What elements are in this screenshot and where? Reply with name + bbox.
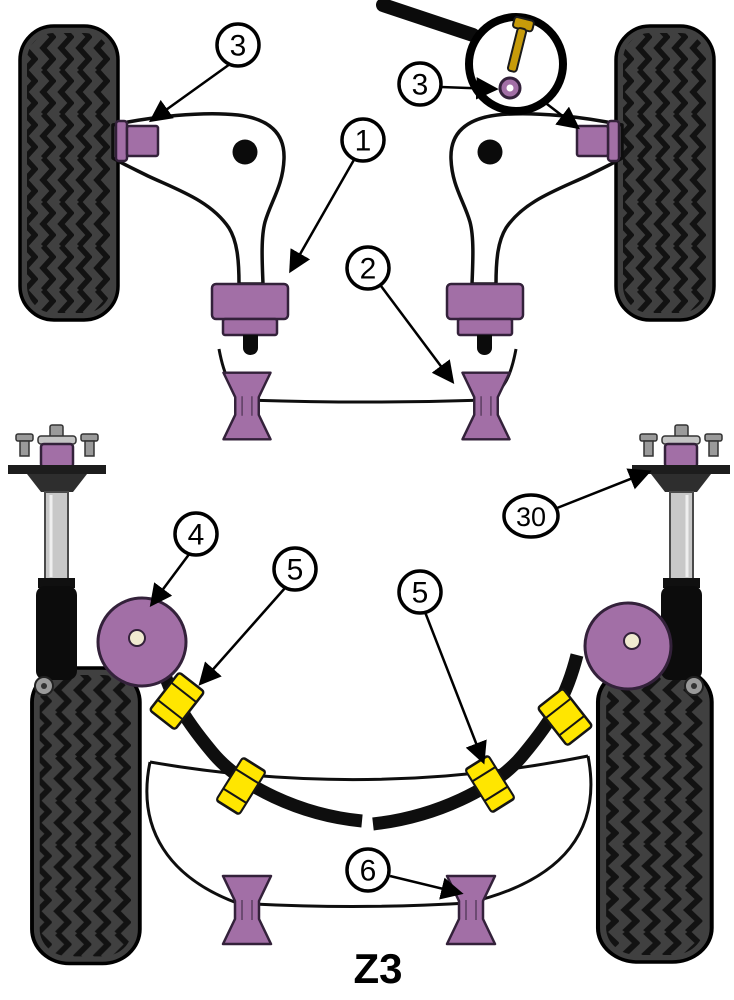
front-left-tire xyxy=(18,24,120,322)
rear-arb-left-half xyxy=(151,650,363,828)
callout-1-circle xyxy=(340,117,386,163)
callout-30-label: 30 xyxy=(516,502,546,532)
rear-right-beam-bushing xyxy=(445,874,497,946)
callout-5-right-circle xyxy=(397,569,443,615)
callout-3-left-label: 3 xyxy=(230,30,247,63)
front-right-arb-bushing xyxy=(461,371,511,441)
rear-left-tire xyxy=(30,666,142,966)
callout-4: 4 xyxy=(149,511,219,608)
callout-5-right-label: 5 xyxy=(412,577,429,610)
callout-6: 6 xyxy=(345,847,464,900)
callout-3-left-circle xyxy=(215,22,261,68)
callout-5-right: 5 xyxy=(397,569,487,765)
callout-6-circle xyxy=(345,847,391,893)
callout-5-left: 5 xyxy=(198,546,318,686)
pivot-ring-hole xyxy=(506,84,514,92)
callout-1: 1 xyxy=(289,117,386,274)
callout-2-label: 2 xyxy=(360,253,377,286)
magnifier-handle xyxy=(376,0,480,42)
callout-3-right: 3 xyxy=(397,61,499,107)
model-label: Z3 xyxy=(353,945,402,992)
rear-subframe-lines xyxy=(145,754,593,908)
callout-1-label: 1 xyxy=(355,125,372,158)
callout-2: 2 xyxy=(345,245,455,385)
rear-arb-bushing-right-outer xyxy=(536,686,594,748)
rear-left-beam-bushing xyxy=(221,874,273,946)
callout-3-left: 3 xyxy=(148,22,261,123)
callout-4-circle xyxy=(173,511,219,557)
front-left-arb-bushing xyxy=(222,371,272,441)
front-left-control-arm-assembly xyxy=(111,111,290,401)
callout-30: 30 xyxy=(502,468,652,539)
front-right-control-arm-assembly xyxy=(445,111,624,401)
callouts: 3 3 1 2 4 5 xyxy=(148,22,652,900)
callout-2-circle xyxy=(345,245,391,291)
rear-left-trailing-arm-bushing xyxy=(96,596,188,688)
magnifier-pointer-arrow xyxy=(542,100,580,130)
rear-right-trailing-arm-bushing xyxy=(583,601,673,691)
rear-right-tire xyxy=(598,668,712,962)
front-lower-bar xyxy=(247,398,488,404)
callout-6-label: 6 xyxy=(360,855,377,888)
rear-left-shock-assembly xyxy=(6,423,108,697)
front-right-tire xyxy=(614,24,716,322)
rear-suspension-section xyxy=(6,423,732,966)
callout-30-circle xyxy=(502,493,560,539)
pin-bolt xyxy=(506,16,535,73)
front-suspension-section xyxy=(18,0,716,441)
callout-5-left-label: 5 xyxy=(287,554,304,587)
callout-5-left-circle xyxy=(272,546,318,592)
callout-3-right-circle xyxy=(397,61,443,107)
callout-4-label: 4 xyxy=(188,519,205,552)
callout-3-right-label: 3 xyxy=(412,69,429,102)
